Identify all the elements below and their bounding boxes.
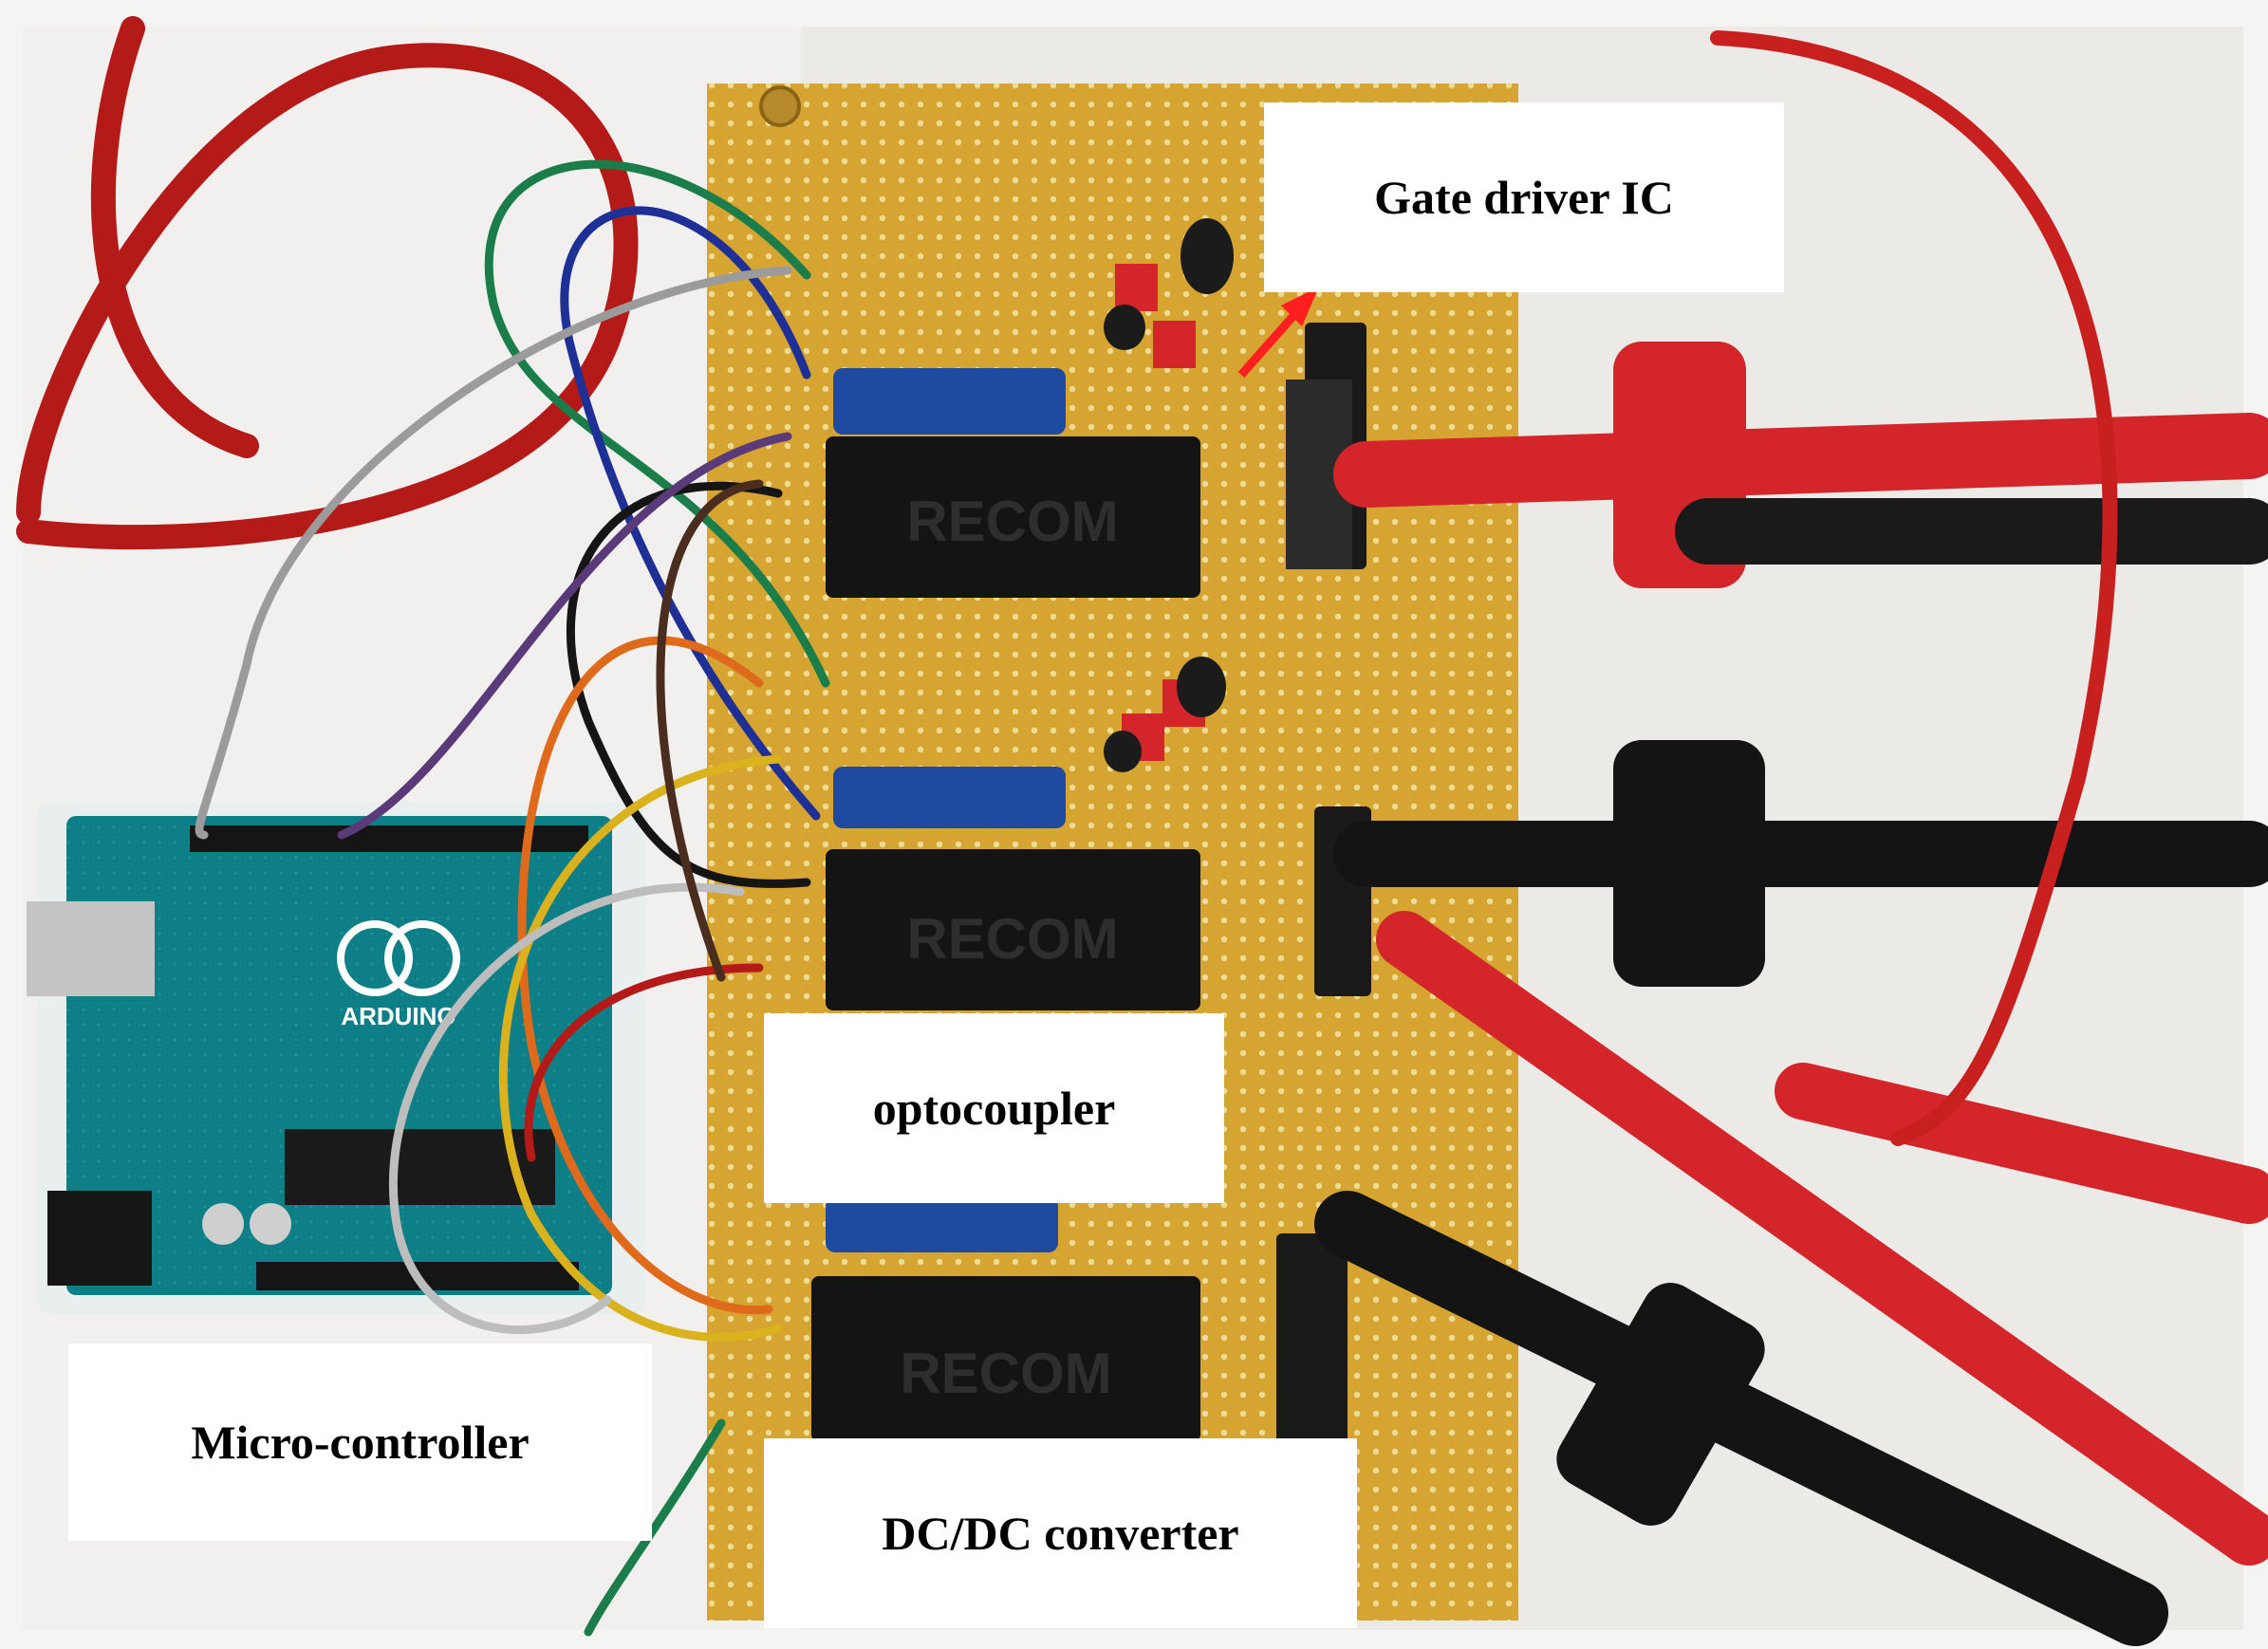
dcdc-converter-module-bottom: RECOM (811, 1197, 1200, 1442)
gate-driver-label: Gate driver IC (1264, 102, 1784, 292)
dcdc-converter-module-top: RECOM (826, 368, 1200, 598)
module-brand-text: RECOM (906, 907, 1118, 971)
module-brand-text: RECOM (900, 1342, 1111, 1405)
module-brand-text: RECOM (906, 490, 1118, 553)
gate-driver-arrow (1237, 287, 1319, 378)
jumpers-and-capacitors (1104, 218, 1234, 772)
optocoupler-label: optocoupler (764, 1013, 1224, 1203)
microcontroller-label: Micro-controller (68, 1343, 652, 1541)
jumper-wires (195, 159, 830, 1637)
controller-brand-text: ARDUINO (341, 1002, 455, 1030)
dcdc-converter-module-middle: RECOM (826, 767, 1200, 1010)
red-cable-loop (16, 16, 639, 550)
dcdc-converter-label: DC/DC converter (764, 1438, 1357, 1628)
arduino-board: ARDUINO (27, 802, 645, 1314)
oscilloscope-probes (1314, 30, 2268, 1646)
